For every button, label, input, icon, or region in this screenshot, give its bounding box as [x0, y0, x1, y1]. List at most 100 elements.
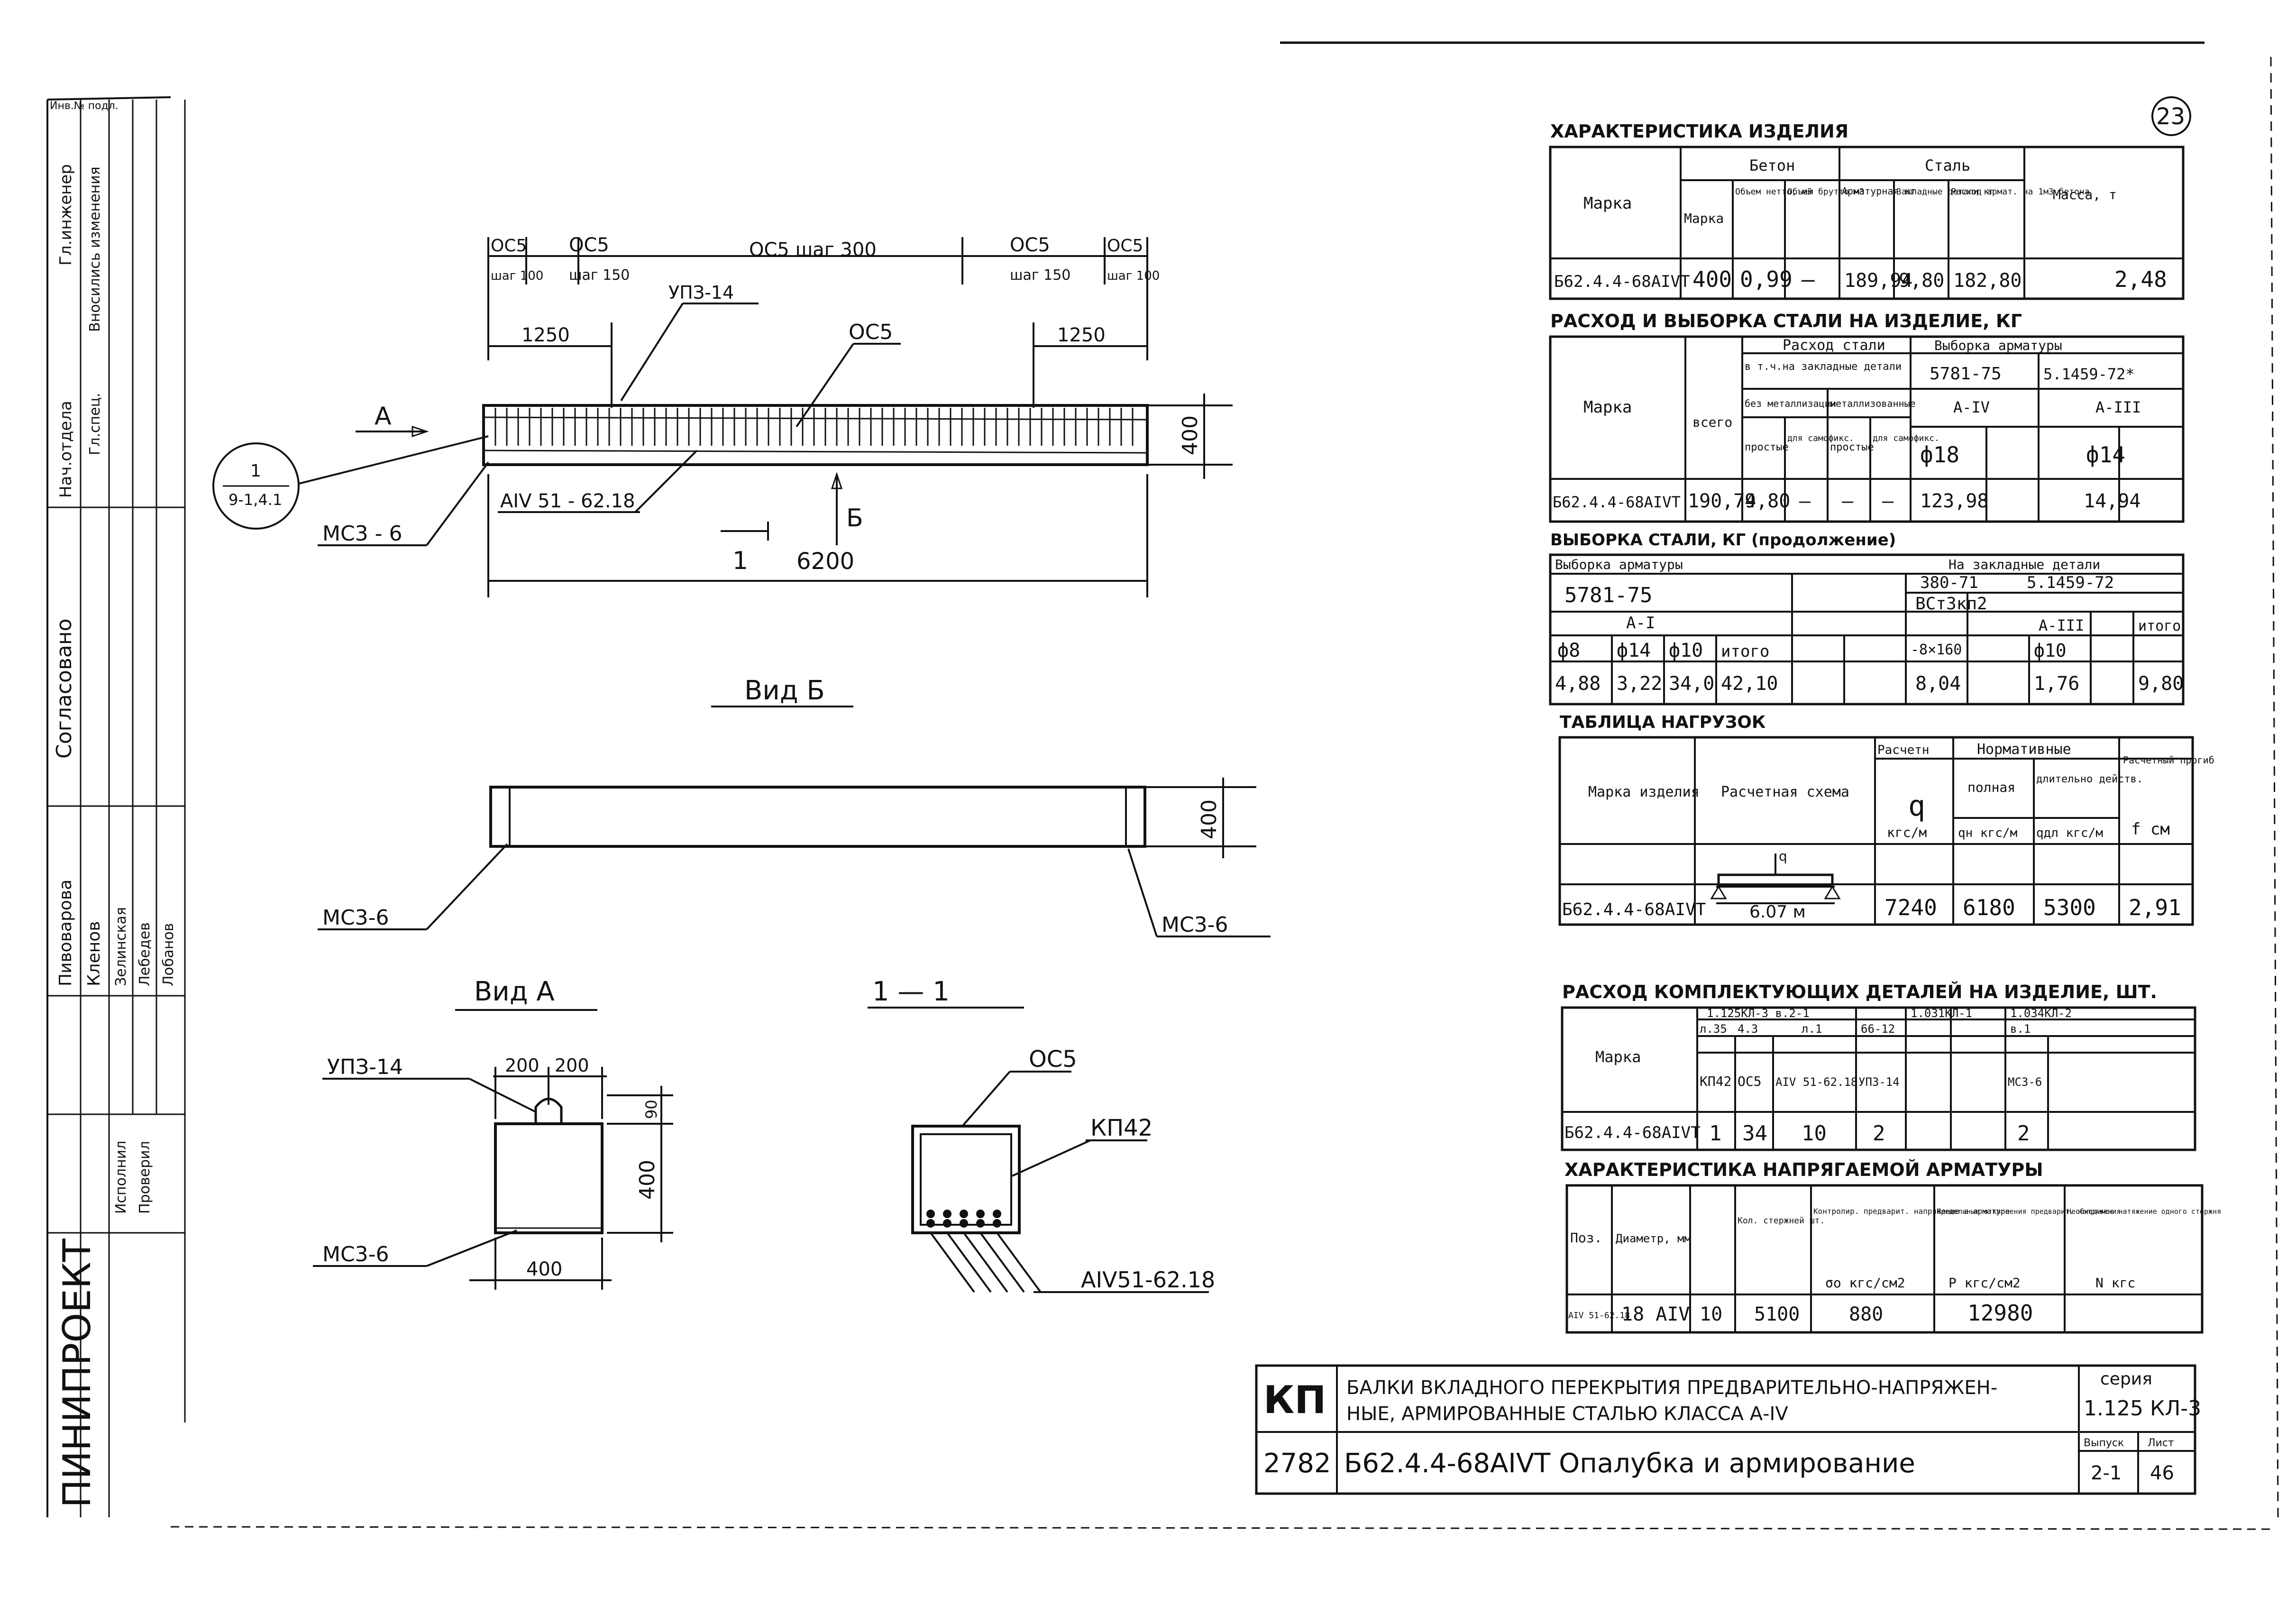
- t1-h-cons: Расход армат. на 1м3 бетона: [1951, 187, 2090, 197]
- dim-1250-left: 1250: [521, 324, 570, 346]
- t2-h-gost1: 5781-75: [1930, 364, 2002, 384]
- dim-step-2: шаг 150: [569, 267, 630, 284]
- view-a-ms: МС3-6: [322, 1242, 389, 1266]
- t6-qty: 10: [1700, 1303, 1722, 1325]
- t1-mark: Б62.4.4-68АIVТ: [1554, 272, 1690, 291]
- t2-h-incl: в т.ч.на закладные детали: [1745, 361, 1902, 373]
- t2-h-nomet: без металлизации: [1745, 398, 1836, 409]
- t3-h-gost-c: 5.1459-72: [2027, 573, 2114, 592]
- tb-series: 1.125 КЛ-3: [2084, 1396, 2201, 1421]
- stamp-name-1: Кленов: [84, 921, 104, 987]
- t4-h-mark: Марка изделия: [1588, 784, 1700, 800]
- t5-h-l3: л.1: [1802, 1022, 1822, 1036]
- t2-self2: —: [1882, 490, 1894, 512]
- t4-f: 2,91: [2129, 895, 2181, 920]
- stirrups: [494, 408, 1134, 446]
- t1-vol-net: 0,99: [1740, 266, 1793, 292]
- t5-title: РАСХОД КОМПЛЕКТУЮЩИХ ДЕТАЛЕЙ НА ИЗДЕЛИЕ,…: [1562, 982, 2157, 1002]
- view-a-dim-200a: 200: [505, 1055, 540, 1076]
- bubble-top: 1: [250, 461, 261, 481]
- t4-q: 7240: [1884, 895, 1937, 920]
- table-components: РАСХОД КОМПЛЕКТУЮЩИХ ДЕТАЛЕЙ НА ИЗДЕЛИЕ,…: [1561, 982, 2196, 1151]
- view-a-dim-90: 90: [642, 1100, 660, 1119]
- t1-h-mass: Масса, т: [2053, 187, 2117, 202]
- t4-mark: Б62.4.4-68АIVТ: [1562, 900, 1706, 919]
- t5-ms: 2: [2017, 1121, 2030, 1146]
- strand-leader: [996, 1232, 1042, 1293]
- tb-issue: 2-1: [2091, 1462, 2122, 1484]
- view-arrow-a: А: [375, 402, 392, 431]
- left-stamp: Инв.№ подл. ПИНИПРОЕКТ Согласовано Гл.ин…: [46, 100, 186, 1517]
- strand: [926, 1219, 935, 1228]
- strand: [993, 1210, 1001, 1218]
- t5-h-series1: 1.125КЛ-3 в.2-1: [1707, 1007, 1810, 1020]
- view-a-dim-400v: 400: [635, 1160, 659, 1200]
- t5-h-series3: 1.034КЛ-2: [2010, 1007, 2072, 1020]
- t1-vol-gross: —: [1802, 266, 1815, 292]
- tb-code: 2782: [1263, 1448, 1331, 1479]
- strand-leader: [963, 1232, 1008, 1293]
- label-ms: МС3 - 6: [322, 522, 402, 546]
- section-kp: КП42: [1090, 1115, 1153, 1141]
- dim-os5-1: ОС5: [491, 236, 527, 256]
- strand: [960, 1210, 968, 1218]
- stamp-agreed: Согласовано: [52, 618, 76, 759]
- t2-h-self2: для самофикс.: [1873, 433, 1939, 443]
- tb-sheet-label: Лист: [2148, 1437, 2174, 1449]
- t2-title: РАСХОД И ВЫБОРКА СТАЛИ НА ИЗДЕЛИЕ, КГ: [1550, 311, 2022, 331]
- dim-1250-right: 1250: [1057, 324, 1106, 346]
- t2-h-total: всего: [1692, 414, 1732, 430]
- t5-h-l1: л.35: [1700, 1022, 1727, 1036]
- t3-h-a3: А-III: [2039, 616, 2084, 634]
- strand: [976, 1210, 985, 1218]
- t6-lim: 880: [1849, 1303, 1883, 1325]
- t1-arm: 189,94: [1844, 270, 1913, 292]
- tb-issue-label: Выпуск: [2084, 1437, 2124, 1449]
- t2-d14: 14,94: [2084, 490, 2140, 512]
- t3-v-f14: 3,22: [1617, 673, 1662, 695]
- section-rebar: АIV51-62.18: [1081, 1267, 1215, 1293]
- tb-sheet: 46: [2150, 1462, 2174, 1484]
- t5-h-l5: в.1: [2010, 1022, 2031, 1036]
- dim-os5-3: ОС5 шаг 300: [749, 239, 877, 261]
- dim-os5-2: ОС5: [569, 234, 609, 256]
- bubble-bottom: 9-1,4.1: [229, 491, 282, 509]
- t5-h-item-os: ОС5: [1738, 1073, 1762, 1089]
- tb-desc2: НЫЕ, АРМИРОВАННЫЕ СТАЛЬЮ КЛАССА А-IV: [1346, 1403, 1788, 1425]
- t3-title: ВЫБОРКА СТАЛИ, КГ (продолжение): [1550, 531, 1896, 550]
- t1-h-steel: Сталь: [1925, 156, 1970, 174]
- section-arrow-b: Б: [846, 504, 863, 532]
- t3-v-grand: 9,80: [2138, 673, 2184, 695]
- t1-h-vol-net: Объем нетто, м3: [1735, 187, 1812, 197]
- t2-simple1: 9,80: [1745, 490, 1790, 512]
- section-1-1: 1 — 1 ОС5 КП42 АIV51-62.18: [868, 976, 1215, 1293]
- stamp-org: ПИНИПРОЕКТ: [55, 1238, 99, 1508]
- scheme-q: q: [1779, 848, 1787, 864]
- t2-h-d2: ф14: [2086, 442, 2125, 468]
- page-number: 23: [2156, 103, 2185, 130]
- t4-h-norm: Нормативные: [1977, 741, 2071, 758]
- t4-qdl: 5300: [2043, 895, 2096, 920]
- scheme-span: 6.07 м: [1749, 902, 1806, 922]
- strand: [943, 1219, 951, 1228]
- t6-h-qty: Кол. стержней шт.: [1738, 1216, 1825, 1226]
- t6-h-diam: Диаметр, мм: [1616, 1232, 1691, 1245]
- t4-h-deflunit: f см: [2131, 820, 2170, 839]
- dim-os5-4: ОС5: [1010, 234, 1050, 256]
- t5-mark: Б62.4.4-68АIVТ: [1564, 1123, 1701, 1142]
- section-os5: ОС5: [1029, 1046, 1077, 1073]
- label-upz: УПЗ-14: [668, 282, 734, 303]
- t3-h-f10: ф10: [2034, 640, 2067, 661]
- view-b-ms-left: МС3-6: [322, 906, 389, 930]
- label-os5: ОС5: [849, 320, 893, 344]
- t4-h-q: q: [1908, 789, 1925, 823]
- dim-6200: 6200: [796, 548, 854, 575]
- t6-pos: АIV 51-62.18: [1568, 1311, 1630, 1321]
- t5-h-l2: 4.3: [1738, 1022, 1758, 1036]
- stamp-row-2: Гл.спец.: [87, 393, 103, 455]
- tb-name: Б62.4.4-68АIVТ Опалубка и армирование: [1344, 1448, 1915, 1479]
- view-b: Вид Б 400 МС3-6 МС3-6: [318, 675, 1271, 937]
- t6-h-lim-u: Р кгс/см2: [1948, 1275, 2021, 1291]
- t6-force: 12980: [1967, 1300, 2033, 1326]
- t2-h-cons: Расход стали: [1783, 337, 1885, 354]
